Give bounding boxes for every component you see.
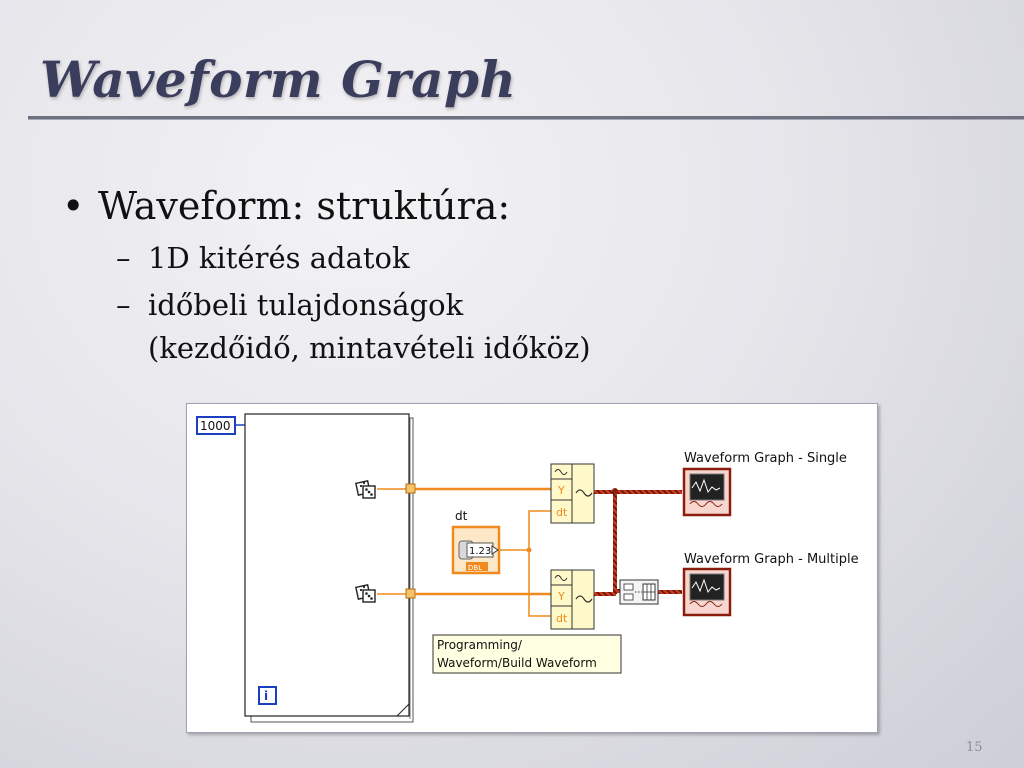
sub-bullet-text: 1D kitérés adatok [148, 241, 410, 275]
waveform-graph-icon [682, 467, 732, 517]
build-waveform-icon [575, 595, 593, 603]
sub-bullet-marker: – [116, 241, 131, 275]
page-number: 15 [966, 740, 983, 755]
build-waveform-node: Y dt [550, 569, 595, 630]
for-loop-structure [244, 413, 414, 723]
dt-value: 1.23 [469, 546, 491, 557]
slide-title: Waveform Graph [40, 50, 517, 109]
build-waveform-node: Y dt [550, 463, 595, 524]
bullet-marker: • [62, 184, 85, 228]
build-array-icon [619, 579, 659, 605]
palette-path-note: Programming/ Waveform/Build Waveform [432, 634, 622, 674]
loop-count-constant: 1000 [196, 416, 236, 435]
build-waveform-dt: dt [556, 506, 568, 519]
iteration-terminal-label: i [264, 689, 268, 703]
loop-tunnel [405, 588, 416, 599]
sub-bullet-continuation: (kezdőidő, mintavételi időköz) [148, 331, 591, 365]
dice-icon [355, 480, 376, 499]
build-waveform-icon [575, 489, 593, 497]
note-line-2: Waveform/Build Waveform [437, 656, 597, 670]
build-waveform-y: Y [557, 590, 565, 603]
dt-type: DBL [468, 564, 482, 572]
sub-bullet-item: –időbeli tulajdonságok [116, 288, 463, 322]
build-waveform-y: Y [557, 484, 565, 497]
iteration-terminal: i [258, 686, 277, 705]
sub-bullet-item: –1D kitérés adatok [116, 241, 410, 275]
waveform-graph-icon [682, 567, 732, 617]
dt-wire [499, 510, 551, 617]
note-line-1: Programming/ [437, 638, 523, 652]
title-underline-light [28, 119, 1024, 120]
sub-bullet-text: időbeli tulajdonságok [148, 288, 464, 322]
graph-single-label: Waveform Graph - Single [684, 451, 847, 466]
wire-junction [526, 547, 532, 553]
loop-count-value: 1000 [200, 419, 231, 433]
graph-multiple-label: Waveform Graph - Multiple [684, 552, 859, 567]
bullet-text: Waveform: struktúra: [98, 184, 511, 228]
build-waveform-dt: dt [556, 612, 568, 625]
title-underline [28, 116, 1024, 119]
dt-label: dt [455, 509, 468, 523]
numeric-control-icon: 1.23 DBL [451, 525, 501, 575]
bullet-item: • Waveform: struktúra: [62, 184, 510, 228]
dice-icon [355, 584, 376, 603]
loop-tunnel [405, 483, 416, 494]
waveform-wire [594, 488, 682, 596]
block-diagram-screenshot: 1000 N i dt 1.23 [186, 403, 878, 733]
sub-bullet-marker: – [116, 288, 131, 322]
